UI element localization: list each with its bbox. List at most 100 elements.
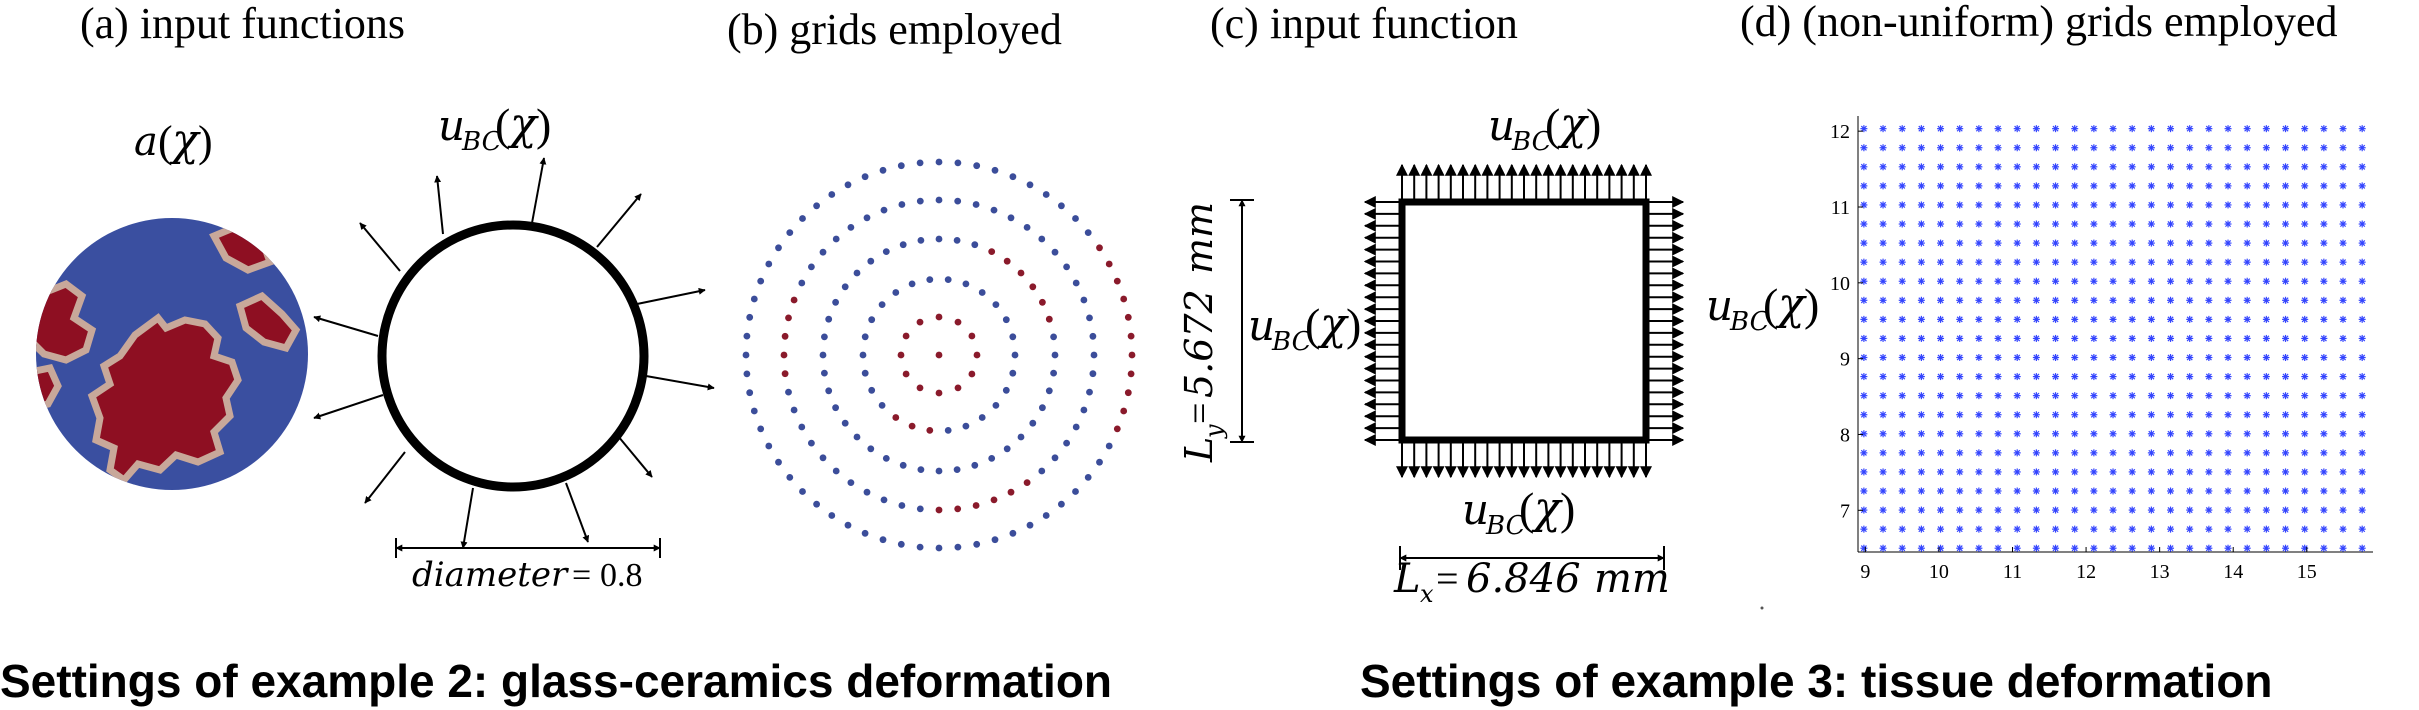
scatter-point — [1937, 449, 1945, 457]
scatter-point — [2109, 296, 2117, 304]
scatter-point — [1937, 487, 1945, 495]
scatter-point — [1860, 144, 1868, 152]
scatter-point — [2032, 258, 2040, 266]
scatter-point — [2032, 239, 2040, 247]
scatter-point — [2358, 373, 2366, 381]
scatter-point — [1956, 182, 1964, 190]
grid-point — [867, 445, 875, 453]
scatter-point — [1994, 354, 2002, 362]
scatter-point — [2128, 258, 2136, 266]
scatter-point — [2186, 220, 2194, 228]
scatter-point — [1975, 411, 1983, 419]
scatter-point — [2339, 296, 2347, 304]
scatter-point — [1956, 506, 1964, 514]
grid-point — [1084, 474, 1092, 481]
bc-arrow — [636, 287, 706, 305]
scatter-point — [2358, 468, 2366, 476]
material-field-disc — [36, 218, 308, 490]
scatter-point — [1994, 296, 2002, 304]
grid-point — [954, 505, 962, 513]
scatter-point — [2205, 430, 2213, 438]
grid-point — [790, 296, 798, 304]
scatter-point — [1937, 354, 1945, 362]
grid-point — [1039, 298, 1046, 306]
y-tick-label: 12 — [1830, 121, 1850, 143]
scatter-point — [2243, 334, 2251, 342]
scatter-point — [2186, 277, 2194, 285]
scatter-point — [2262, 411, 2270, 419]
scatter-point — [2339, 544, 2347, 552]
scatter-point — [1917, 449, 1925, 457]
scatter-point — [2301, 125, 2309, 133]
grid-point — [799, 488, 806, 495]
grid-point — [1045, 315, 1053, 323]
grid-point — [1051, 248, 1059, 256]
bc-label-a: u BC ( χ ) — [438, 99, 551, 157]
scatter-point — [2224, 411, 2232, 419]
scatter-point — [1956, 373, 1964, 381]
scatter-point — [2052, 277, 2060, 285]
bc-arrow — [359, 222, 401, 272]
scatter-point — [2032, 449, 2040, 457]
grid-point — [944, 427, 952, 434]
scatter-point — [2147, 468, 2155, 476]
grid-point — [1080, 406, 1088, 414]
scatter-point — [1898, 201, 1906, 209]
scatter-point — [2301, 354, 2309, 362]
grid-point — [916, 543, 924, 551]
scatter-point — [1860, 430, 1868, 438]
scatter-point — [1917, 201, 1925, 209]
scatter-point — [2071, 354, 2079, 362]
x-tick-label: 13 — [2150, 561, 2170, 583]
scatter-point — [1937, 334, 1945, 342]
y-tick-label: 9 — [1840, 349, 1850, 371]
scatter-point — [2128, 430, 2136, 438]
scatter-plot-area — [1858, 116, 2373, 552]
grid-point — [1045, 387, 1053, 395]
svg-text:BC: BC — [1271, 327, 1312, 357]
grid-point — [841, 283, 849, 291]
square-domain — [1398, 198, 1650, 444]
scatter-point — [2090, 411, 2098, 419]
grid-point — [1127, 332, 1135, 340]
scatter-point — [1956, 392, 1964, 400]
scatter-point — [1898, 258, 1906, 266]
grid-point — [1105, 260, 1113, 268]
scatter-point — [2013, 411, 2021, 419]
scatter-point — [2282, 334, 2290, 342]
scatter-point — [2128, 277, 2136, 285]
scatter-point — [1879, 506, 1887, 514]
scatter-point — [2320, 392, 2328, 400]
scatter-point — [2052, 354, 2060, 362]
svg-text:u: u — [1462, 485, 1489, 534]
scatter-point — [2147, 392, 2155, 400]
grid-point — [785, 314, 792, 322]
svg-text:(: ( — [158, 117, 173, 166]
scatter-point — [1898, 239, 1906, 247]
scatter-point — [2186, 144, 2194, 152]
svg-text:): ) — [1346, 299, 1361, 350]
scatter-point — [2282, 220, 2290, 228]
scatter-point — [1879, 315, 1887, 323]
scatter-point — [2167, 506, 2175, 514]
grid-point — [742, 351, 750, 359]
grid-point — [828, 512, 836, 519]
scatter-point — [2186, 201, 2194, 209]
scatter-point — [2167, 125, 2175, 133]
scatter-point — [1898, 373, 1906, 381]
grid-point — [935, 196, 943, 204]
grid-point — [781, 370, 789, 378]
grid-point — [786, 229, 794, 237]
scatter-point — [2301, 392, 2309, 400]
scatter-point — [2339, 182, 2347, 190]
grid-point — [879, 536, 887, 544]
scatter-point — [2032, 144, 2040, 152]
scatter-point — [2224, 392, 2232, 400]
scatter-point — [2358, 125, 2366, 133]
scatter-point — [2301, 506, 2309, 514]
scatter-point — [1917, 525, 1925, 533]
scatter-point — [1975, 315, 1983, 323]
scatter-point — [2090, 334, 2098, 342]
scatter-point — [2147, 430, 2155, 438]
grid-point — [879, 166, 887, 174]
